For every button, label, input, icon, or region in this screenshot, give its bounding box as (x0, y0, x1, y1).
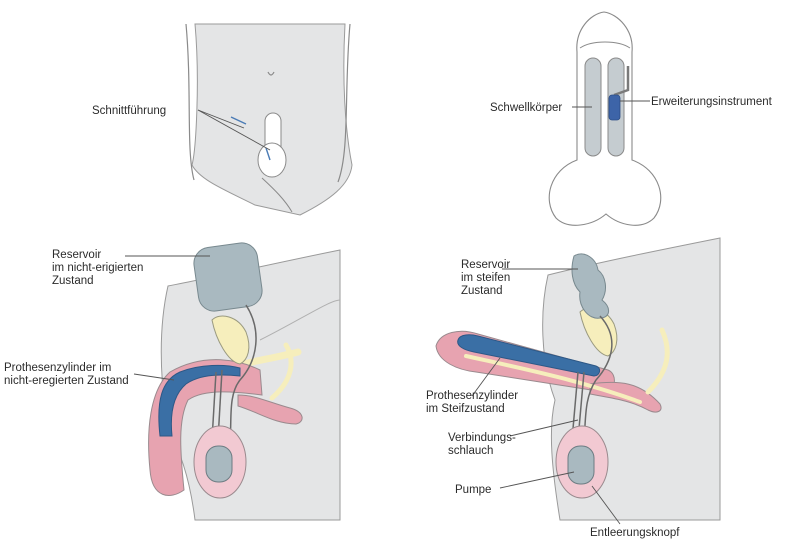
incision-mark-2 (265, 147, 271, 161)
reservoir-flaccid (193, 242, 263, 312)
navel (267, 71, 275, 76)
torso-left-contour (185, 23, 195, 181)
label-pump: Pumpe (455, 484, 491, 496)
label-reservoir-erect-1: Reservoir (461, 259, 510, 271)
dilator-tip (608, 94, 621, 121)
leg-line (261, 177, 293, 213)
panel-implant-flaccid: Reservoir im nicht-erigierten Zustand Pr… (4, 242, 341, 521)
panel-implant-erect: Reservoir im steifen Zustand Prothesenzy… (426, 237, 721, 539)
reservoir-erect (571, 253, 609, 319)
pump-flaccid (205, 445, 233, 483)
label-reservoir-flaccid-1: Reservoir (52, 249, 101, 261)
panel-incision: Schnittführung (92, 23, 353, 216)
panel-dilation: Schwellkörper Erweiterungsinstrument (490, 11, 773, 226)
label-dilator: Erweiterungsinstrument (651, 96, 773, 108)
label-deflate-button: Entleerungsknopf (590, 527, 680, 539)
label-cylinder-flaccid-2: nicht-eregierten Zustand (4, 375, 129, 387)
label-incision: Schnittführung (92, 105, 166, 117)
torso-right-contour (337, 23, 351, 183)
leader-tubing (509, 419, 579, 437)
label-reservoir-erect-2: im steifen (461, 272, 510, 284)
leader-cylinder-flaccid (133, 373, 175, 381)
label-corpora: Schwellkörper (490, 102, 562, 114)
crus-flaccid (237, 394, 303, 425)
penis-body (548, 11, 662, 226)
pelvis-contour-flaccid (259, 299, 341, 341)
glans-line (579, 41, 631, 49)
yellow-band-erect (464, 354, 642, 404)
tube-flaccid-1 (229, 304, 257, 441)
label-cylinder-erect-1: Prothesenzylinder (426, 390, 518, 402)
label-tubing-1: Verbindungs- (448, 432, 516, 444)
label-reservoir-flaccid-2: im nicht-erigierten (52, 262, 143, 274)
bladder-flaccid (211, 315, 250, 365)
yellow-tail-flaccid (269, 342, 294, 401)
leader-incision-1 (197, 109, 245, 129)
yellow-tail-erect (645, 327, 670, 395)
label-cylinder-flaccid-1: Prothesenzylinder im (4, 362, 111, 374)
cylinder-erect (457, 334, 601, 377)
tube-erect-1 (583, 315, 613, 441)
scrotum-outline (257, 142, 287, 178)
label-reservoir-erect-3: Zustand (461, 285, 503, 297)
leader-deflate (591, 485, 621, 525)
leader-cylinder-erect (471, 357, 501, 397)
pump-erect (567, 445, 595, 485)
label-tubing-2: schlauch (448, 445, 493, 457)
label-cylinder-erect-2: im Steifzustand (426, 403, 505, 415)
leader-pump (499, 471, 575, 489)
incision-mark-1 (230, 116, 247, 125)
label-reservoir-flaccid-3: Zustand (52, 275, 94, 287)
cylinder-flaccid (158, 364, 241, 437)
leader-incision-2 (197, 109, 271, 151)
dilator-handle (613, 66, 630, 97)
